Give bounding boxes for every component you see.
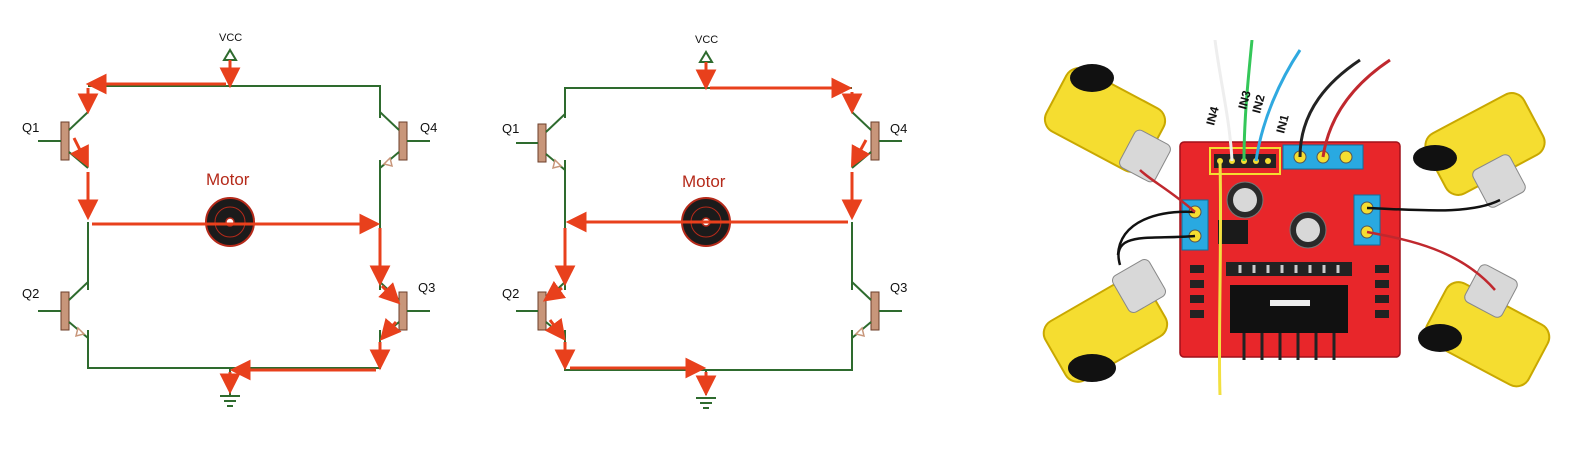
motor-top-left [1043, 64, 1171, 183]
transistor-q1: Q1 [502, 113, 566, 171]
q4-label: Q4 [890, 121, 907, 136]
pin-label-in4: IN4 [1203, 105, 1221, 127]
q2-label: Q2 [502, 286, 519, 301]
motor-top-right [1413, 92, 1546, 208]
q3-label: Q3 [418, 280, 435, 295]
q1-label: Q1 [502, 121, 519, 136]
transistor-q2: Q2 [22, 281, 89, 339]
q3-label: Q3 [890, 280, 907, 295]
vcc-label: VCC [695, 34, 718, 46]
pin-labels: IN4 IN3 IN2 IN1 [1203, 89, 1291, 135]
vcc-symbol: VCC [219, 32, 242, 61]
ground-symbol [696, 397, 716, 409]
ground-symbol [220, 395, 240, 407]
transistor-q4: Q4 [379, 111, 437, 169]
motor-symbol: Motor [205, 170, 255, 247]
q2-label: Q2 [22, 286, 39, 301]
motor-label: Motor [682, 172, 726, 191]
pin-label-in3: IN3 [1235, 89, 1253, 111]
q1-label: Q1 [22, 120, 39, 135]
motor-bottom-right [1418, 264, 1551, 388]
vcc-label: VCC [219, 32, 242, 44]
h-bridge-diagram-reverse: VCC Q1 Q2 Q4 Q3 Motor [502, 34, 907, 409]
transistor-q4: Q4 [851, 111, 907, 169]
q4-label: Q4 [420, 120, 437, 135]
h-bridge-diagram-forward: VCC Q1 Q2 Q4 Q3 Mo [22, 32, 437, 407]
motor-symbol: Motor [681, 172, 731, 247]
pin-label-in1: IN1 [1273, 113, 1291, 135]
input-wires [1213, 40, 1391, 396]
transistor-q3: Q3 [851, 280, 907, 339]
transistor-q1: Q1 [22, 111, 89, 169]
pin-label-in2: IN2 [1249, 93, 1267, 115]
vcc-symbol: VCC [695, 34, 718, 63]
current-path [542, 62, 871, 397]
motor-driver-photo: IN4 IN3 IN2 IN1 [1042, 40, 1551, 396]
l298n-board [1179, 141, 1401, 360]
current-path [70, 60, 402, 395]
motor-bottom-left [1042, 259, 1169, 383]
motor-wires [1116, 169, 1501, 291]
motor-label: Motor [206, 170, 250, 189]
